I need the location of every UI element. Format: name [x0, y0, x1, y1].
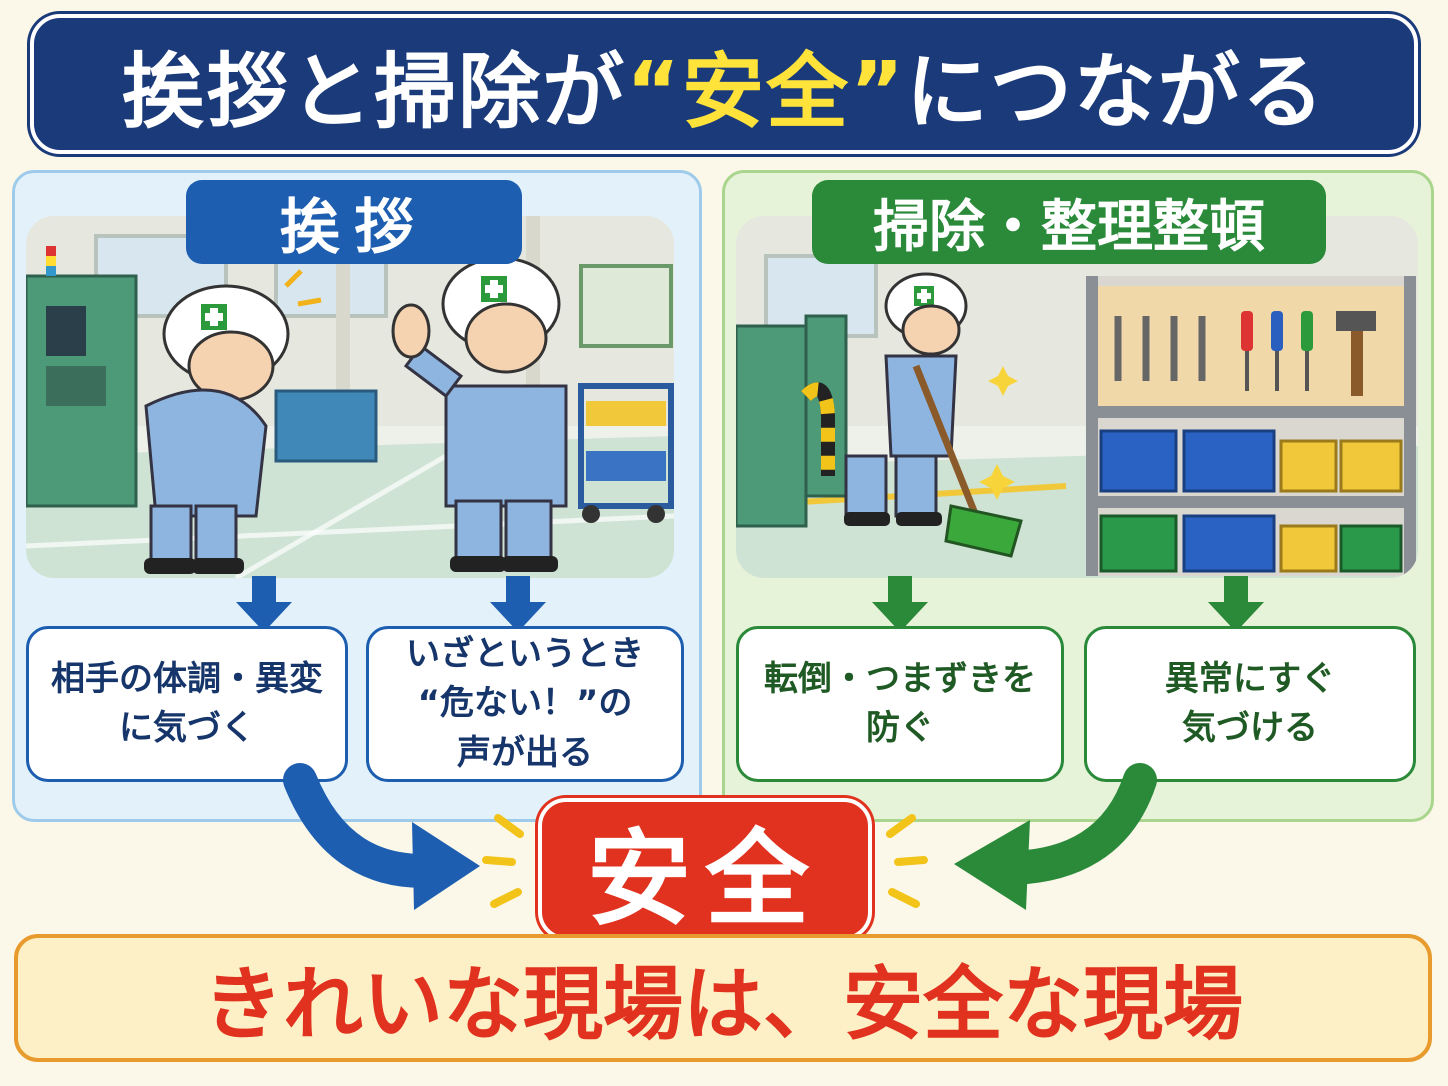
- effect-line: 相手の体調・異変: [51, 658, 323, 699]
- slogan-text: きれいな現場は、安全な現場: [203, 958, 1243, 1051]
- down-arrow-icon: [1208, 576, 1264, 632]
- effect-line: “危ない！”の: [417, 683, 633, 724]
- effect-line: に気づく: [119, 708, 255, 748]
- effect-line: 異常にすぐ: [1164, 658, 1336, 699]
- down-arrow-icon: [236, 576, 292, 632]
- effect-line: 防ぐ: [866, 708, 934, 748]
- slogan-banner: きれいな現場は、安全な現場: [14, 934, 1432, 1062]
- title-part-before: 挨拶と掃除が: [122, 44, 627, 140]
- title-highlight: “安全”: [626, 44, 906, 140]
- greeting-scene-illustration: [26, 216, 674, 578]
- title-part-after: につながる: [905, 44, 1326, 140]
- effect-line: いざというとき: [406, 634, 644, 675]
- effect-box: 異常にすぐ気づける: [1084, 626, 1416, 782]
- page-title: 挨拶と掃除が“安全”につながる: [122, 25, 1326, 144]
- greeting-label: 挨拶: [186, 180, 522, 264]
- title-banner: 挨拶と掃除が“安全”につながる: [30, 14, 1418, 154]
- cleaning-label: 掃除・整理整頓: [812, 180, 1326, 264]
- safety-badge: 安全: [538, 798, 872, 940]
- effect-box: 相手の体調・異変に気づく: [26, 626, 348, 782]
- cleaning-scene-illustration: [736, 216, 1418, 578]
- effect-line: 声が出る: [457, 732, 593, 773]
- down-arrow-icon: [490, 576, 546, 632]
- down-arrow-icon: [872, 576, 928, 632]
- effect-box: いざというとき “危ない！”の声が出る: [366, 626, 684, 782]
- effect-line: 気づける: [1182, 708, 1318, 748]
- effect-box: 転倒・つまずきを防ぐ: [736, 626, 1064, 782]
- effect-line: 転倒・つまずきを: [764, 658, 1036, 699]
